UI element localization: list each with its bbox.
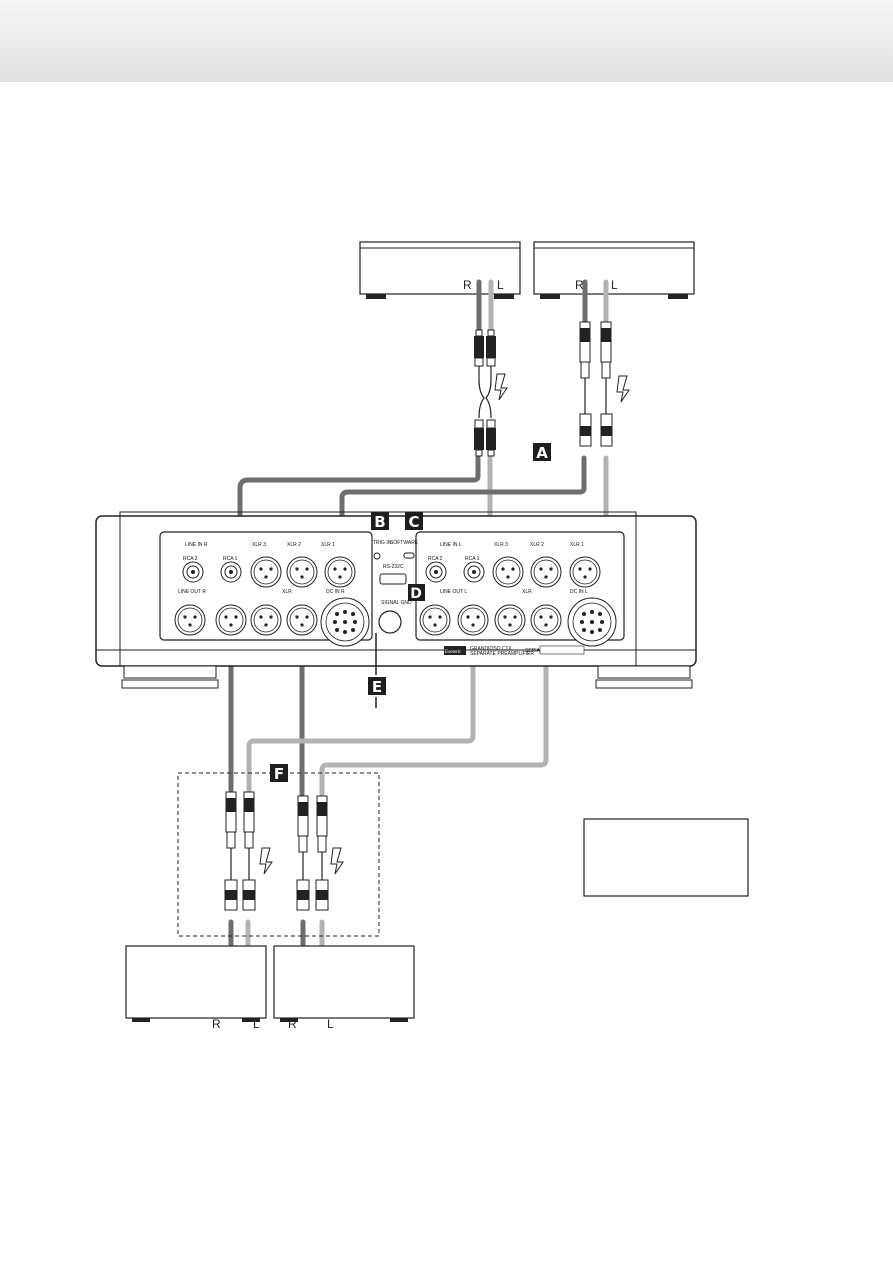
svg-text:RCA 2: RCA 2 — [428, 556, 443, 562]
svg-text:TRIG IN: TRIG IN — [373, 540, 392, 546]
rca2-jack-r — [182, 561, 204, 583]
preamplifier-rear-panel: LINE IN R RCA 2 RCA 1 XLR 3 XLR 2 XLR 1 … — [95, 511, 697, 689]
signal-direction-arrow-rca — [494, 373, 508, 401]
rca1-jack-l — [463, 561, 485, 583]
svg-text:F: F — [274, 765, 284, 783]
svg-text:DC IN L: DC IN L — [570, 589, 588, 595]
xlr2-jack-r — [286, 556, 318, 588]
cable-rca-right-lower — [237, 455, 481, 565]
source-left-l-label: L — [497, 278, 504, 292]
svg-text:XLR: XLR — [282, 589, 292, 595]
signal-direction-arrow-out-2 — [330, 847, 344, 875]
line-out-es-link-l-2 — [457, 604, 489, 636]
power-amp-left: R L — [125, 945, 267, 1031]
signal-gnd-terminal — [378, 610, 402, 634]
line-out-xlr-r-2 — [286, 604, 318, 636]
power-amp-right: R L — [273, 945, 415, 1031]
callout-b: B — [371, 512, 389, 531]
rca1-jack-r — [220, 561, 242, 583]
svg-text:XLR 2: XLR 2 — [287, 542, 301, 548]
svg-text:RS-232C: RS-232C — [383, 564, 404, 570]
svg-text:XLR 2: XLR 2 — [530, 542, 544, 548]
svg-text:D: D — [410, 586, 422, 602]
svg-text:GRANDIOSO C1X: GRANDIOSO C1X — [470, 646, 512, 652]
line-out-xlr-l-1 — [494, 604, 526, 636]
callout-e: E — [368, 677, 386, 696]
line-out-xlr-r-1 — [250, 604, 282, 636]
xlr1-jack-l — [569, 556, 601, 588]
optional-cable-area — [177, 772, 380, 937]
svg-text:XLR 3: XLR 3 — [252, 542, 266, 548]
brand-logo: Esoteric — [445, 650, 462, 655]
amp1-r-label: R — [212, 1017, 221, 1031]
source-right-r-label: R — [575, 278, 584, 292]
xlr-cable-assembly-output-1 — [224, 791, 273, 911]
svg-text:A: A — [536, 444, 548, 462]
svg-text:XLR: XLR — [522, 589, 532, 595]
amp2-l-label: L — [327, 1017, 334, 1031]
svg-text:C: C — [408, 513, 419, 531]
svg-text:SERIAL NO.: SERIAL NO. — [525, 648, 553, 654]
svg-text:DC IN R: DC IN R — [326, 589, 345, 595]
svg-text:E: E — [372, 678, 382, 696]
svg-text:XLR 3: XLR 3 — [494, 542, 508, 548]
svg-text:SEPARATE PREAMPLIFIER: SEPARATE PREAMPLIFIER — [470, 651, 534, 657]
line-out-es-link-r-2 — [215, 604, 247, 636]
source-device-left: R L — [359, 241, 521, 299]
rca2-jack-l — [425, 561, 447, 583]
header-band — [0, 0, 893, 82]
signal-direction-arrow-xlr — [616, 375, 630, 403]
xlr2-jack-l — [530, 556, 562, 588]
dc-in-l-jack — [567, 597, 617, 647]
xlr-cable-assembly-output-2 — [296, 795, 344, 911]
callout-c: C — [405, 512, 423, 531]
note-box — [583, 818, 749, 897]
xlr3-jack-r — [250, 556, 282, 588]
svg-text:SOFTWARE: SOFTWARE — [390, 540, 419, 546]
source-device-right: R L — [533, 241, 695, 299]
line-in-r-label: LINE IN R — [185, 542, 208, 548]
xlr-cable-assembly-input — [579, 321, 630, 447]
amp2-r-label: R — [288, 1017, 297, 1031]
svg-text:XLR 1: XLR 1 — [321, 542, 335, 548]
callout-f: F — [270, 764, 288, 783]
line-out-es-link-l-1 — [419, 604, 451, 636]
svg-text:RCA 1: RCA 1 — [223, 556, 238, 562]
dc-in-r-jack — [320, 597, 370, 647]
line-out-l-label: LINE OUT L — [440, 589, 467, 595]
svg-text:B: B — [374, 513, 385, 531]
svg-text:XLR 1: XLR 1 — [570, 542, 584, 548]
xlr3-jack-l — [492, 556, 524, 588]
cable-out-l-xlr — [319, 622, 549, 798]
xlr1-jack-r — [324, 556, 356, 588]
svg-text:RCA 1: RCA 1 — [465, 556, 480, 562]
line-in-l-label: LINE IN L — [440, 542, 462, 548]
source-right-l-label: L — [611, 278, 618, 292]
callout-d: D — [408, 584, 425, 602]
signal-direction-arrow-out-1 — [259, 847, 273, 875]
svg-text:SIGNAL GND: SIGNAL GND — [381, 600, 412, 606]
line-out-es-link-r-1 — [174, 604, 206, 636]
amp1-l-label: L — [253, 1017, 260, 1031]
callout-a: A — [533, 443, 551, 462]
rca-cable-assembly — [473, 329, 508, 457]
cable-xlr-right-lower — [339, 455, 587, 571]
source-left-r-label: R — [463, 278, 472, 292]
line-out-xlr-l-2 — [530, 604, 562, 636]
line-out-r-label: LINE OUT R — [178, 589, 206, 595]
cable-out-l-balanced — [246, 622, 476, 793]
svg-text:RCA 2: RCA 2 — [183, 556, 198, 562]
